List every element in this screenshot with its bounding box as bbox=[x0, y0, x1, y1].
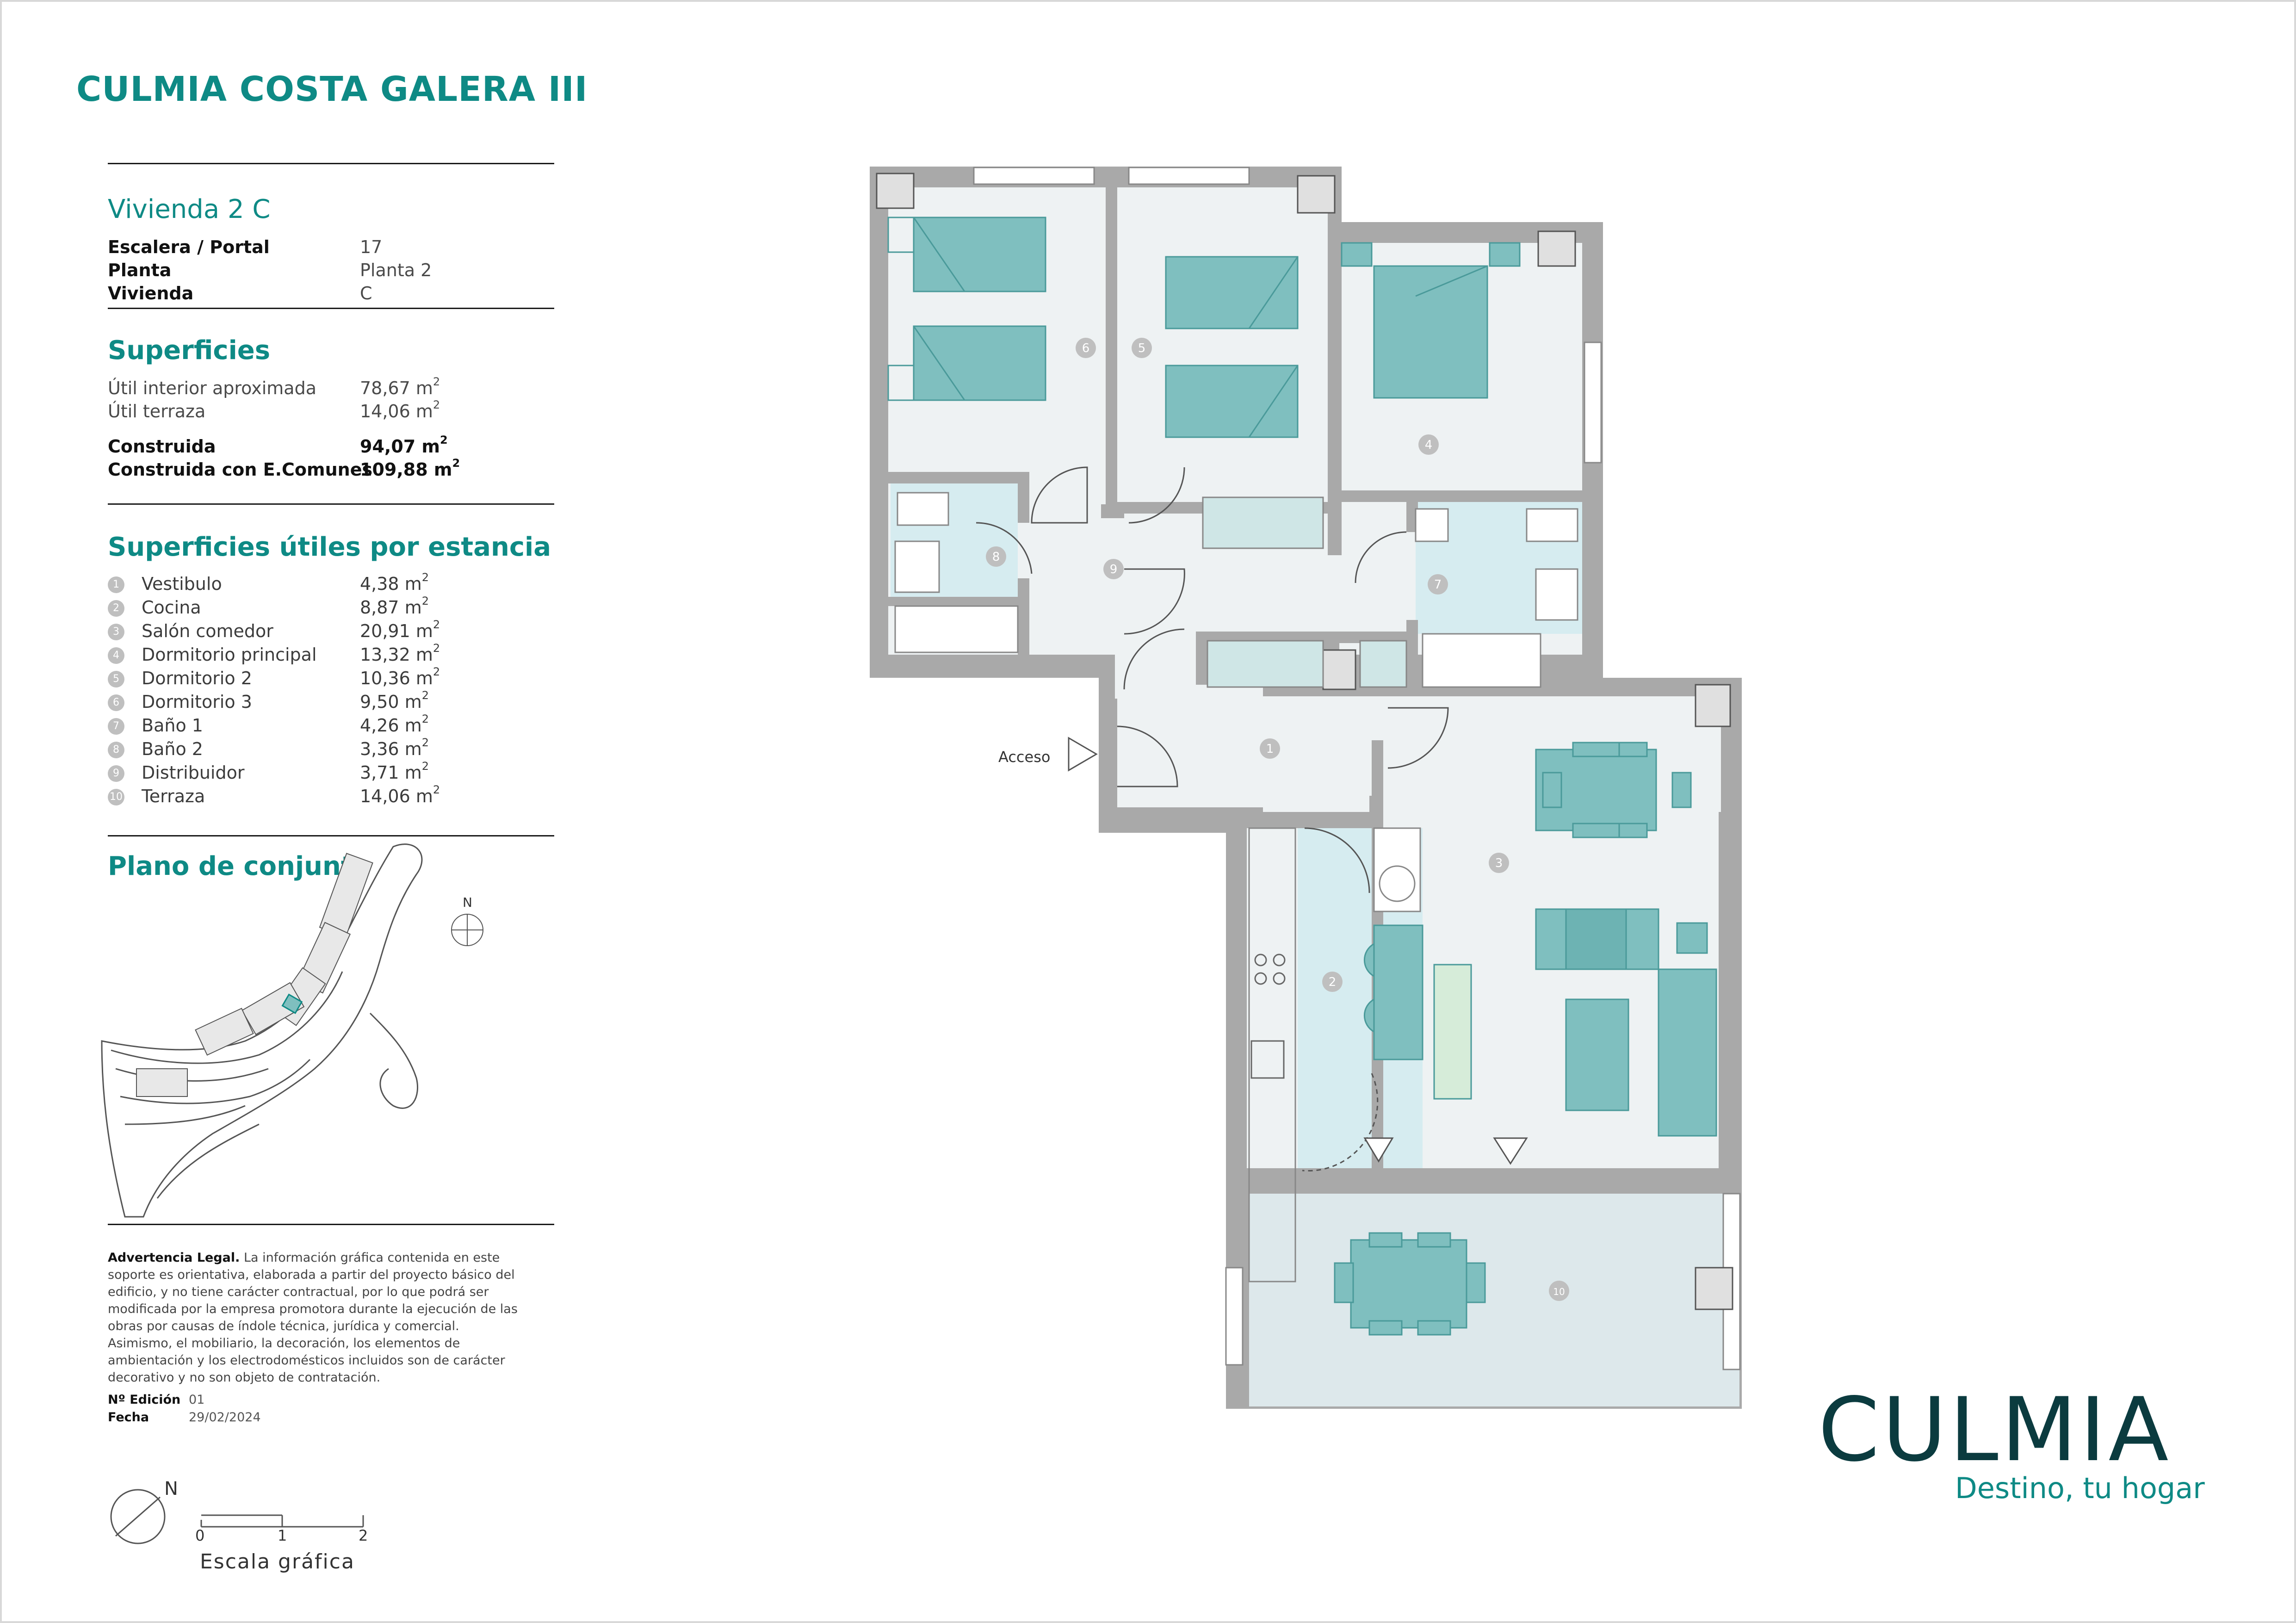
room-area: 20,91 m2 bbox=[360, 618, 440, 641]
room-row: 9 Distribuidor 3,71 m2 bbox=[108, 760, 554, 786]
divider bbox=[108, 163, 554, 164]
room-area: 14,06 m2 bbox=[360, 783, 440, 806]
room-number-badge: 4 bbox=[108, 647, 124, 664]
room-area: 4,38 m2 bbox=[360, 571, 429, 594]
room-marker bbox=[986, 546, 1006, 567]
room-area: 9,50 m2 bbox=[360, 689, 429, 712]
rooms-title: Superficies útiles por estancia bbox=[108, 532, 551, 562]
scale-tick-2: 2 bbox=[359, 1527, 368, 1544]
room-name: Dormitorio principal bbox=[142, 644, 317, 665]
room-marker-label: 6 bbox=[1082, 341, 1090, 355]
room-marker-label: 3 bbox=[1495, 856, 1503, 870]
room-area: 8,87 m2 bbox=[360, 595, 429, 618]
room-area: 4,26 m2 bbox=[360, 712, 429, 736]
room-marker-label: 7 bbox=[1434, 578, 1442, 592]
room-marker bbox=[1132, 338, 1152, 358]
room-marker-label: 10 bbox=[1553, 1286, 1565, 1297]
room-marker bbox=[1322, 972, 1343, 992]
site-highlight bbox=[281, 993, 303, 1014]
brand-tagline: Destino, tu hogar bbox=[1955, 1471, 2205, 1505]
room-number-badge: 7 bbox=[108, 718, 124, 735]
room-number-badge: 1 bbox=[108, 576, 124, 593]
room-marker-label: 9 bbox=[1110, 563, 1118, 576]
room-area: 10,36 m2 bbox=[360, 665, 440, 688]
scale-north-label: N bbox=[164, 1478, 178, 1499]
site-plan-title: Plano de conjunto bbox=[108, 851, 371, 881]
unit-title: Vivienda 2 C bbox=[108, 194, 271, 224]
site-plan-drawing: N bbox=[101, 843, 483, 1218]
room-marker-label: 1 bbox=[1266, 742, 1274, 756]
room-marker-label: 8 bbox=[992, 550, 1000, 564]
room-name: Distribuidor bbox=[142, 762, 245, 783]
room-number-badge: 2 bbox=[108, 600, 124, 617]
room-marker bbox=[1103, 559, 1124, 579]
room-number-badge: 3 bbox=[108, 624, 124, 640]
room-marker bbox=[1260, 738, 1280, 759]
divider bbox=[108, 835, 554, 836]
room-area: 3,36 m2 bbox=[360, 736, 429, 759]
room-area: 3,71 m2 bbox=[360, 760, 429, 783]
project-title: CULMIA COSTA GALERA III bbox=[76, 69, 588, 109]
room-marker-label: 4 bbox=[1425, 438, 1433, 452]
room-marker bbox=[1418, 434, 1439, 455]
room-row: 10 Terraza 14,06 m2 bbox=[108, 783, 554, 809]
room-row: 4 Dormitorio principal 13,32 m2 bbox=[108, 642, 554, 668]
room-number-badge: 6 bbox=[108, 694, 124, 711]
divider bbox=[108, 1224, 554, 1225]
room-name: Cocina bbox=[142, 597, 201, 618]
room-number-badge: 10 bbox=[108, 789, 124, 805]
legal-notice: Advertencia Legal. La información gráfic… bbox=[108, 1251, 518, 1385]
culmia-logo: CULMIA bbox=[1818, 1379, 2172, 1481]
room-name: Vestibulo bbox=[142, 574, 222, 594]
scale-label: Escala gráfica bbox=[200, 1550, 355, 1573]
site-north-label: N bbox=[463, 895, 472, 910]
room-row: 1 Vestibulo 4,38 m2 bbox=[108, 571, 554, 597]
room-name: Dormitorio 2 bbox=[142, 668, 252, 688]
room-row: 5 Dormitorio 2 10,36 m2 bbox=[108, 665, 554, 691]
access-label: Acceso bbox=[998, 748, 1050, 766]
room-number-badge: 9 bbox=[108, 765, 124, 782]
room-marker bbox=[1489, 853, 1509, 873]
room-row: 8 Baño 2 3,36 m2 bbox=[108, 736, 554, 762]
room-marker bbox=[1428, 574, 1448, 595]
room-row: 2 Cocina 8,87 m2 bbox=[108, 595, 554, 620]
room-marker-label: 5 bbox=[1138, 341, 1146, 355]
room-area: 13,32 m2 bbox=[360, 642, 440, 665]
scale-tick-1: 1 bbox=[278, 1527, 287, 1544]
room-row: 3 Salón comedor 20,91 m2 bbox=[108, 618, 554, 644]
room-name: Baño 1 bbox=[142, 715, 203, 736]
surfaces-title: Superficies bbox=[108, 335, 271, 365]
room-number-badge: 8 bbox=[108, 742, 124, 758]
room-row: 7 Baño 1 4,26 m2 bbox=[108, 712, 554, 738]
room-marker bbox=[1549, 1281, 1569, 1301]
scale-bar bbox=[110, 1489, 364, 1544]
room-row: 6 Dormitorio 3 9,50 m2 bbox=[108, 689, 554, 715]
room-name: Terraza bbox=[142, 786, 205, 806]
divider bbox=[108, 503, 554, 505]
room-number-badge: 5 bbox=[108, 671, 124, 688]
scale-tick-0: 0 bbox=[195, 1527, 205, 1544]
room-marker-label: 2 bbox=[1329, 975, 1337, 989]
divider bbox=[108, 308, 554, 309]
room-marker bbox=[1076, 338, 1096, 358]
room-name: Dormitorio 3 bbox=[142, 692, 252, 712]
room-name: Baño 2 bbox=[142, 739, 203, 759]
room-name: Salón comedor bbox=[142, 621, 273, 641]
